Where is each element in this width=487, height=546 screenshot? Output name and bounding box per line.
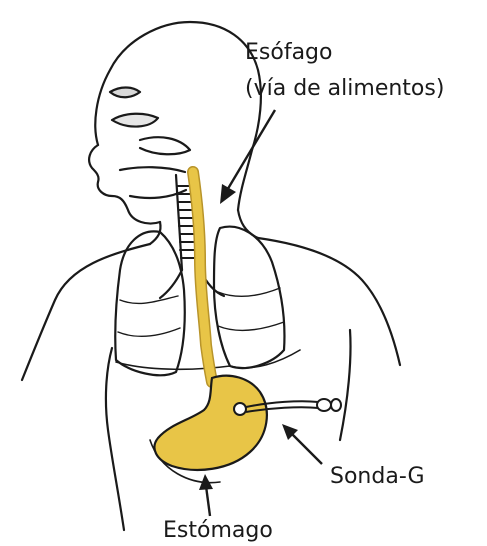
nasal-cavity: [140, 137, 190, 154]
neck-left: [150, 222, 161, 244]
stomach: [154, 376, 266, 470]
face-profile: [89, 145, 160, 224]
esophagus-label: Esófago: [245, 40, 332, 66]
arrow-g-tube: [282, 424, 322, 464]
bronchus-left: [160, 270, 182, 298]
sinus-upper: [110, 88, 140, 98]
torso-right-lower: [340, 330, 351, 440]
torso-left-lower: [106, 348, 124, 530]
mouth-line: [120, 167, 185, 172]
torso-right: [258, 238, 400, 365]
lung-left: [115, 231, 185, 375]
torso-left: [22, 244, 150, 380]
esophagus-sublabel: (vía de alimentos): [245, 76, 444, 102]
arrow-stomach: [199, 474, 213, 516]
sinus-lower: [112, 114, 158, 127]
stomach-label: Estómago: [163, 518, 273, 544]
g-tube-label: Sonda-G: [330, 464, 425, 490]
lung-right: [214, 227, 285, 368]
neck-right: [238, 210, 258, 238]
arrow-esophagus: [220, 110, 275, 204]
